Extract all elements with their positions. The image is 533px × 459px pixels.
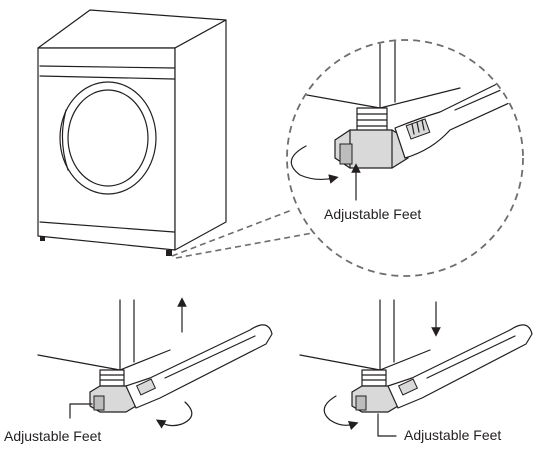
bottom-left-feet-label: Adjustable Feet <box>4 428 102 444</box>
magnified-foot-detail <box>286 39 524 277</box>
top-feet-label: Adjustable Feet <box>324 206 422 222</box>
wrench-icon <box>125 324 273 409</box>
bottom-right-feet-label: Adjustable Feet <box>404 427 502 443</box>
bottom-left-detail <box>37 297 273 429</box>
dryer-icon <box>37 9 227 256</box>
rotate-arrow-icon <box>155 401 193 429</box>
bottom-right-detail <box>299 299 533 437</box>
wrench-icon <box>387 324 533 409</box>
rotate-arrow-icon <box>323 395 359 431</box>
rotate-arrow-icon <box>290 145 339 184</box>
